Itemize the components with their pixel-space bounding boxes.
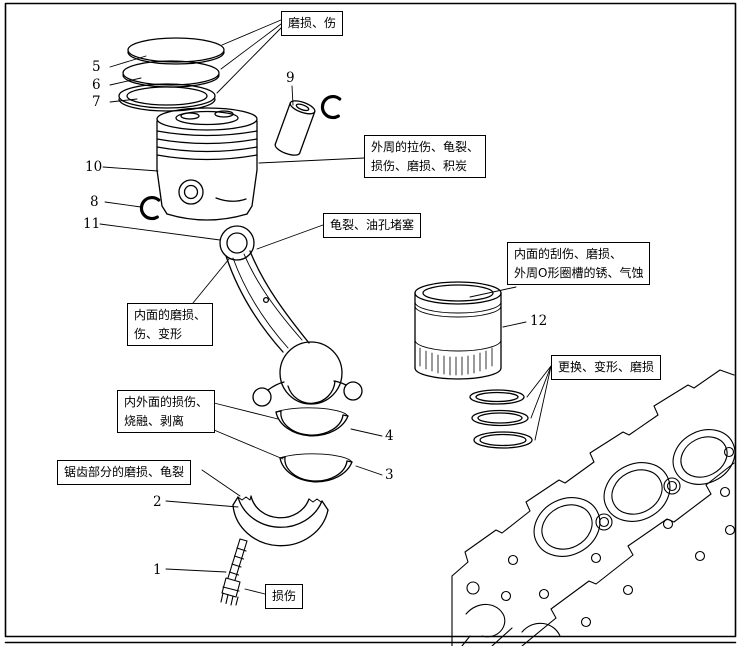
bolt xyxy=(220,538,248,606)
callout-rod: 龟裂、油孔堵塞 xyxy=(323,213,422,238)
part-number-9: 9 xyxy=(286,70,295,86)
part-number-6: 6 xyxy=(92,77,101,93)
part-number-1: 1 xyxy=(153,562,162,578)
bearing-shell-lower xyxy=(279,453,353,483)
engine-block xyxy=(451,369,736,646)
part-number-10: 10 xyxy=(85,159,103,175)
part-number-4: 4 xyxy=(385,428,394,444)
part-number-12: 12 xyxy=(530,313,548,329)
callout-small-end: 内面的磨损、 伤、变形 xyxy=(127,303,214,347)
part-number-5: 5 xyxy=(92,59,101,75)
page-frame xyxy=(4,2,737,644)
callout-piston-outer: 外周的拉伤、龟裂、 损伤、磨损、积炭 xyxy=(364,135,487,179)
part-number-8: 8 xyxy=(90,194,99,210)
callout-rings: 磨损、伤 xyxy=(281,11,344,36)
part-number-7: 7 xyxy=(92,94,101,110)
bearing-cap xyxy=(232,495,329,547)
bearing-shell-upper xyxy=(275,407,349,437)
part-number-2: 2 xyxy=(153,494,162,510)
piston-pin xyxy=(274,100,316,156)
snap-ring-8 xyxy=(139,195,161,221)
callout-liner: 内面的刮伤、磨损、 外周O形圈槽的锈、气蚀 xyxy=(507,242,651,286)
piston xyxy=(156,107,258,221)
circlip-icon xyxy=(320,94,342,120)
part-number-11: 11 xyxy=(83,216,101,232)
connecting-rod xyxy=(219,225,363,407)
callout-bolt: 损伤 xyxy=(265,584,304,609)
piston-rings xyxy=(118,37,225,112)
callout-orings: 更换、变形、磨损 xyxy=(551,355,662,380)
callout-serration: 锯齿部分的磨损、龟裂 xyxy=(57,460,192,485)
o-rings xyxy=(469,389,533,449)
cylinder-liner xyxy=(414,281,502,380)
part-number-3: 3 xyxy=(385,467,394,483)
callout-bearings: 内外面的损伤、 烧融、剥离 xyxy=(117,390,216,434)
leader-lines xyxy=(99,19,552,595)
